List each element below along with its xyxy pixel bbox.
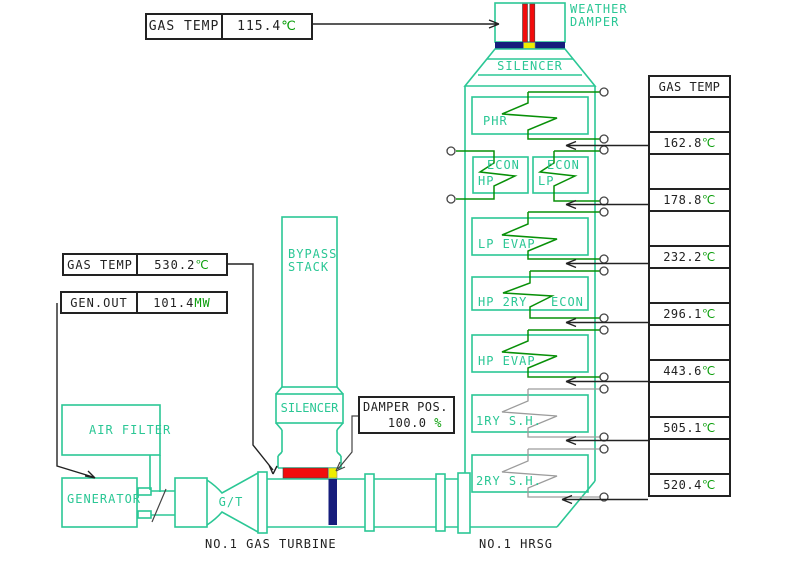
gas-turbine-unit-title: NO.1 GAS TURBINE <box>205 537 337 551</box>
table-spacer <box>650 155 729 190</box>
air-filter-label: AIR FILTER <box>89 423 172 437</box>
stack-gas-temp-gauge[interactable]: GAS TEMP 115.4℃ <box>145 13 313 40</box>
table-spacer <box>650 440 729 475</box>
coil-hp-evap <box>501 329 600 378</box>
coil-lp-evap <box>501 211 600 260</box>
table-row: 162.8℃ <box>650 133 729 155</box>
table-spacer <box>650 326 729 361</box>
shaft-break-mark <box>151 488 167 523</box>
damper-blade-indicator <box>522 3 528 43</box>
damper-blade-indicator <box>529 3 536 43</box>
section-label-2ry-sh: 2RY S.H. <box>476 474 542 488</box>
air-filter-shape <box>61 404 161 492</box>
coil-econ-hp <box>456 150 518 200</box>
gauge-label: GEN.OUT <box>62 293 138 312</box>
econ-lp-box <box>532 156 589 194</box>
gt-exhaust-gas-temp-connector <box>228 263 278 475</box>
section-label-econ-lp: ECON <box>547 158 580 172</box>
coil-ports <box>446 87 609 502</box>
gauge-value: 115.4℃ <box>237 19 297 34</box>
coil-1ry-sh <box>501 388 600 438</box>
gauge-label: DAMPER POS. <box>363 400 448 414</box>
section-label-hp-2ry: HP 2RY <box>478 295 528 309</box>
coil-hp-2ry-econ <box>502 270 600 319</box>
table-row: 232.2℃ <box>650 247 729 269</box>
unit-celsius: ℃ <box>281 19 297 34</box>
hrsg-section-boxes <box>471 96 589 493</box>
table-spacer <box>650 383 729 418</box>
stack-gas-temp-connector <box>313 19 500 29</box>
bypass-silencer-label: SILENCER <box>280 401 339 415</box>
shaft-coupling <box>137 487 175 523</box>
stack-silencer-label: SILENCER <box>497 59 563 73</box>
section-label-hp-2ry-econ: ECON <box>551 295 584 309</box>
lp-evap-box <box>471 217 589 256</box>
table-spacer <box>650 212 729 247</box>
section-label-1ry-sh: 1RY S.H. <box>476 414 542 428</box>
section-sublabel-lp: LP <box>538 174 555 188</box>
coil-econ-lp <box>537 150 600 202</box>
unit-percent: % <box>434 416 442 430</box>
bypass-damper-indicator <box>282 467 338 525</box>
table-row: 443.6℃ <box>650 361 729 383</box>
duct-flanges <box>257 471 471 534</box>
weather-damper <box>494 2 566 49</box>
section-label-phr: PHR <box>483 114 508 128</box>
table-row: 296.1℃ <box>650 304 729 326</box>
gauge-value: 100.0 % <box>387 416 442 430</box>
gauge-label: GAS TEMP <box>64 255 138 274</box>
section-label-lp-evap: LP EVAP <box>478 237 536 251</box>
gas-temp-table: GAS TEMP 162.8℃ 178.8℃ 232.2℃ 296.1℃ 443… <box>648 75 731 497</box>
generator-label: GENERATOR <box>67 492 142 506</box>
coil-2ry-sh <box>501 448 600 498</box>
1ry-sh-box <box>471 394 589 433</box>
table-row: 178.8℃ <box>650 190 729 212</box>
hp-evap-box <box>471 334 589 373</box>
table-header: GAS TEMP <box>650 77 729 98</box>
gauge-value: 530.2℃ <box>154 257 210 272</box>
generator-shape <box>61 477 138 528</box>
generator-output-connector <box>56 303 96 479</box>
gauge-label: GAS TEMP <box>147 15 223 38</box>
coil-phr <box>501 91 600 140</box>
unit-celsius: ℃ <box>195 257 210 272</box>
table-row: 505.1℃ <box>650 418 729 440</box>
phr-box <box>471 96 589 135</box>
unit-mw: MW <box>194 295 211 310</box>
2ry-sh-box <box>471 454 589 493</box>
damper-position-gauge[interactable]: DAMPER POS. 100.0 % <box>358 396 455 434</box>
section-label-econ-hp: ECON <box>487 158 520 172</box>
gt-exhaust-gas-temp-gauge[interactable]: GAS TEMP 530.2℃ <box>62 253 228 276</box>
table-row: 520.4℃ <box>663 478 716 492</box>
hrsg-unit-title: NO.1 HRSG <box>479 537 554 551</box>
gas-turbine-label: G/T <box>218 495 244 509</box>
gas-temp-tap-lines <box>561 140 648 505</box>
damper-position-connector <box>335 415 358 472</box>
bypass-stack-shape <box>275 216 344 469</box>
table-spacer <box>650 98 729 133</box>
econ-hp-box <box>472 156 529 194</box>
section-sublabel-hp: HP <box>478 174 495 188</box>
hrsg-tower <box>267 86 596 528</box>
gas-turbine-shape <box>174 472 259 533</box>
section-label-hp-evap: HP EVAP <box>478 354 536 368</box>
table-spacer <box>650 269 729 304</box>
